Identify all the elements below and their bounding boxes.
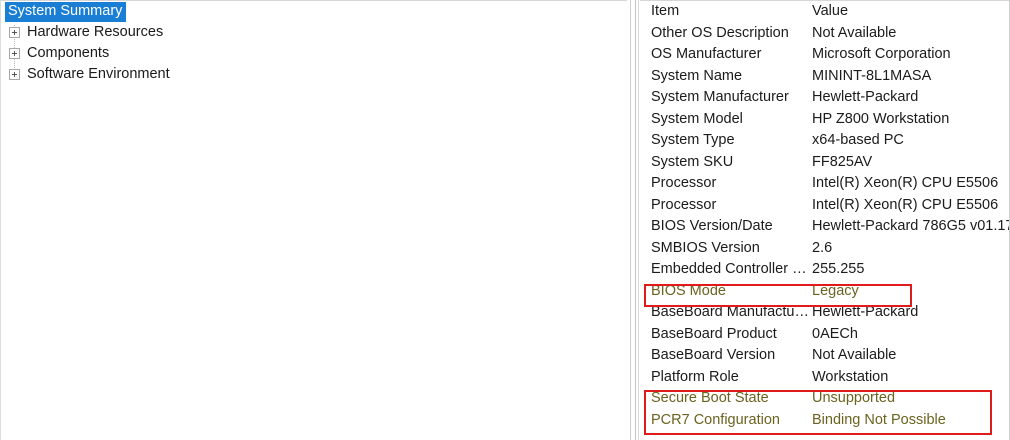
row-value-label: Not Available: [812, 347, 897, 363]
details-header-row: Item Value: [640, 1, 1009, 23]
row-item-label: BaseBoard Product: [651, 325, 777, 342]
tree-item-software-environment[interactable]: Software Environment: [1, 64, 627, 85]
row-value-label: Hewlett-Packard 786G5 v01.17, 8/: [812, 218, 1009, 234]
row-item-label: Secure Boot State: [651, 390, 769, 406]
row-item-label: Platform Role: [651, 368, 739, 385]
row-item-label: System SKU: [651, 153, 734, 170]
row-value-label: Legacy: [812, 282, 859, 299]
table-row[interactable]: Embedded Controller V... 255.255: [640, 259, 1009, 281]
splitter-line-right: [638, 0, 639, 440]
tree-item-hardware-resources[interactable]: Hardware Resources: [1, 22, 627, 43]
row-item-label: System Type: [651, 132, 735, 148]
row-value-label: Hewlett-Packard: [812, 304, 919, 320]
tree-item-software-environment-label: Software Environment: [27, 66, 170, 82]
row-value-label: Microsoft Corporation: [812, 46, 951, 62]
row-item-label: Processor: [651, 175, 717, 191]
tree-item-system-summary-label: System Summary: [5, 1, 127, 22]
table-row[interactable]: System Model HP Z800 Workstation: [640, 109, 1009, 131]
row-item-label: System Model: [651, 110, 743, 127]
row-item-label: System Name: [651, 67, 743, 84]
table-row[interactable]: PCR7 Configuration Binding Not Possible: [640, 410, 1009, 432]
row-value-label: Not Available: [812, 24, 897, 41]
row-item-label: Other OS Description: [651, 24, 789, 41]
table-row[interactable]: System Type x64-based PC: [640, 130, 1009, 152]
table-row[interactable]: SMBIOS Version 2.6: [640, 238, 1009, 260]
tree-item-hardware-resources-label: Hardware Resources: [27, 24, 164, 40]
table-row[interactable]: System Manufacturer Hewlett-Packard: [640, 87, 1009, 109]
table-row[interactable]: OS Manufacturer Microsoft Corporation: [640, 44, 1009, 66]
table-row[interactable]: BaseBoard Product 0AECh: [640, 324, 1009, 346]
tree-item-system-summary[interactable]: System Summary: [1, 1, 627, 22]
plus-icon[interactable]: [9, 27, 20, 38]
row-value-label: x64-based PC: [812, 132, 904, 148]
row-value-label: 2.6: [812, 239, 833, 256]
row-value-label: Hewlett-Packard: [812, 89, 919, 105]
row-value-label: Intel(R) Xeon(R) CPU E5506: [812, 196, 999, 213]
navigation-tree-pane[interactable]: System Summary Hardware Resources Compon…: [0, 0, 627, 440]
table-row[interactable]: BaseBoard Manufacturer Hewlett-Packard: [640, 302, 1009, 324]
row-item-label: Processor: [651, 196, 717, 213]
tree-item-components-label: Components: [27, 45, 110, 61]
table-row[interactable]: System SKU FF825AV: [640, 152, 1009, 174]
row-value-label: 255.255: [812, 261, 865, 277]
row-item-label: BIOS Version/Date: [651, 218, 773, 234]
row-item-label: System Manufacturer: [651, 89, 789, 105]
plus-icon[interactable]: [9, 69, 20, 80]
details-list-pane[interactable]: Item Value Other OS Description Not Avai…: [640, 0, 1010, 440]
table-row[interactable]: Platform Role Workstation: [640, 367, 1009, 389]
row-value-label: HP Z800 Workstation: [812, 110, 950, 127]
table-row[interactable]: BIOS Version/Date Hewlett-Packard 786G5 …: [640, 216, 1009, 238]
column-header-value[interactable]: Value: [812, 3, 849, 19]
table-row[interactable]: System Name MININT-8L1MASA: [640, 66, 1009, 88]
table-row[interactable]: Secure Boot State Unsupported: [640, 388, 1009, 410]
row-value-label: Intel(R) Xeon(R) CPU E5506: [812, 175, 999, 191]
table-row[interactable]: Other OS Description Not Available: [640, 23, 1009, 45]
table-row[interactable]: Processor Intel(R) Xeon(R) CPU E5506: [640, 195, 1009, 217]
plus-icon[interactable]: [9, 48, 20, 59]
row-item-label: SMBIOS Version: [651, 239, 760, 256]
splitter-line-left: [630, 0, 631, 440]
row-value-label: FF825AV: [812, 153, 873, 170]
row-value-label: Unsupported: [812, 390, 896, 406]
row-item-label: BaseBoard Version: [651, 347, 776, 363]
row-value-label: Binding Not Possible: [812, 411, 946, 428]
tree-item-components[interactable]: Components: [1, 43, 627, 64]
row-item-label: Embedded Controller V...: [651, 261, 811, 277]
row-item-label: PCR7 Configuration: [651, 411, 780, 428]
table-row[interactable]: Processor Intel(R) Xeon(R) CPU E5506: [640, 173, 1009, 195]
pane-splitter[interactable]: [627, 0, 640, 440]
row-value-label: Workstation: [812, 368, 889, 385]
row-item-label: OS Manufacturer: [651, 46, 762, 62]
table-row[interactable]: BIOS Mode Legacy: [640, 281, 1009, 303]
row-value-label: MININT-8L1MASA: [812, 67, 932, 84]
column-header-item[interactable]: Item: [651, 3, 680, 19]
splitter-line-mid: [635, 0, 636, 440]
row-item-label: BaseBoard Manufacturer: [651, 304, 811, 320]
row-value-label: 0AECh: [812, 325, 858, 342]
row-item-label: BIOS Mode: [651, 282, 726, 299]
table-row[interactable]: BaseBoard Version Not Available: [640, 345, 1009, 367]
